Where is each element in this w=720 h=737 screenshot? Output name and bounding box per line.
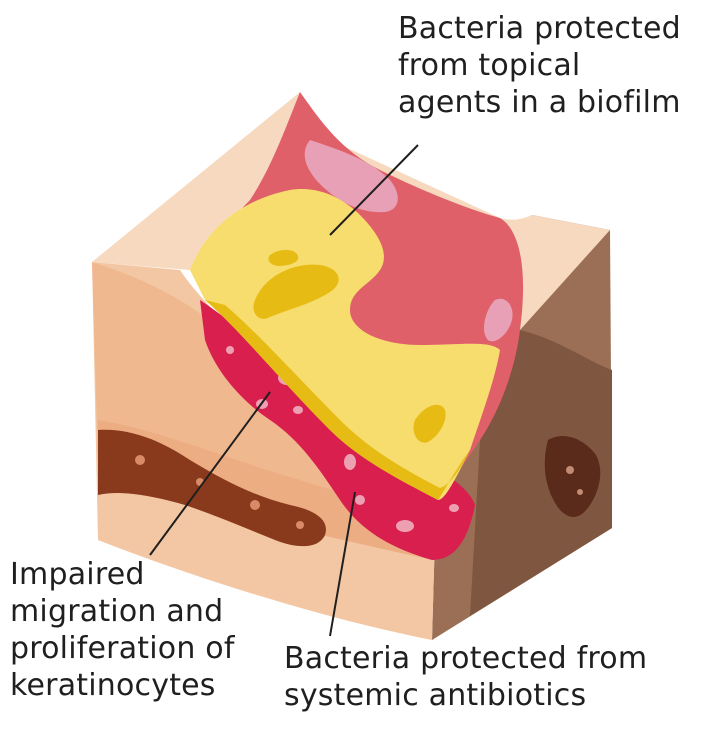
biofilm-deep-patch (268, 249, 299, 266)
biofilm-deep-layer (205, 300, 470, 500)
side-vessel (544, 435, 601, 517)
label-line: systemic antibiotics (284, 678, 587, 713)
bacteria-spot (355, 495, 365, 505)
label-keratinocytes: Impaired migration and proliferation of … (10, 556, 235, 704)
block-right-side-shade (470, 330, 612, 616)
wound-bed-highlight (304, 140, 398, 213)
side-vessel-spot (577, 489, 583, 495)
bacteria-spot (293, 406, 303, 414)
bacteria-spot (226, 346, 234, 354)
label-bacteria-topical: Bacteria protected from topical agents i… (398, 10, 681, 121)
bacteria-spot (344, 454, 356, 470)
leader-line-biofilm (329, 144, 419, 236)
biofilm-deep-patch (253, 264, 339, 319)
label-line: Bacteria protected (398, 11, 681, 46)
label-line: migration and (10, 594, 224, 629)
front-deep-layer (98, 420, 436, 560)
label-bacteria-systemic: Bacteria protected from systemic antibio… (284, 640, 647, 714)
side-vessel-spot (566, 466, 574, 474)
vessel-spot (296, 521, 304, 529)
biofilm-deep-patch (413, 404, 446, 443)
leader-line-keratinocytes (149, 391, 271, 556)
wound-bed-highlight (484, 298, 513, 342)
bacteria-spot (396, 520, 414, 532)
bacteria-spot (449, 504, 459, 512)
label-line: agents in a biofilm (398, 85, 681, 120)
label-line: keratinocytes (10, 668, 216, 703)
leader-line-systemic (329, 491, 356, 637)
vessel-spot (135, 455, 145, 465)
label-line: Bacteria protected from (284, 641, 648, 676)
vessel-spot (250, 500, 260, 510)
label-line: from topical (398, 48, 581, 83)
label-line: Impaired (10, 557, 145, 592)
front-vessel-left (98, 429, 326, 547)
label-line: proliferation of (10, 631, 235, 666)
